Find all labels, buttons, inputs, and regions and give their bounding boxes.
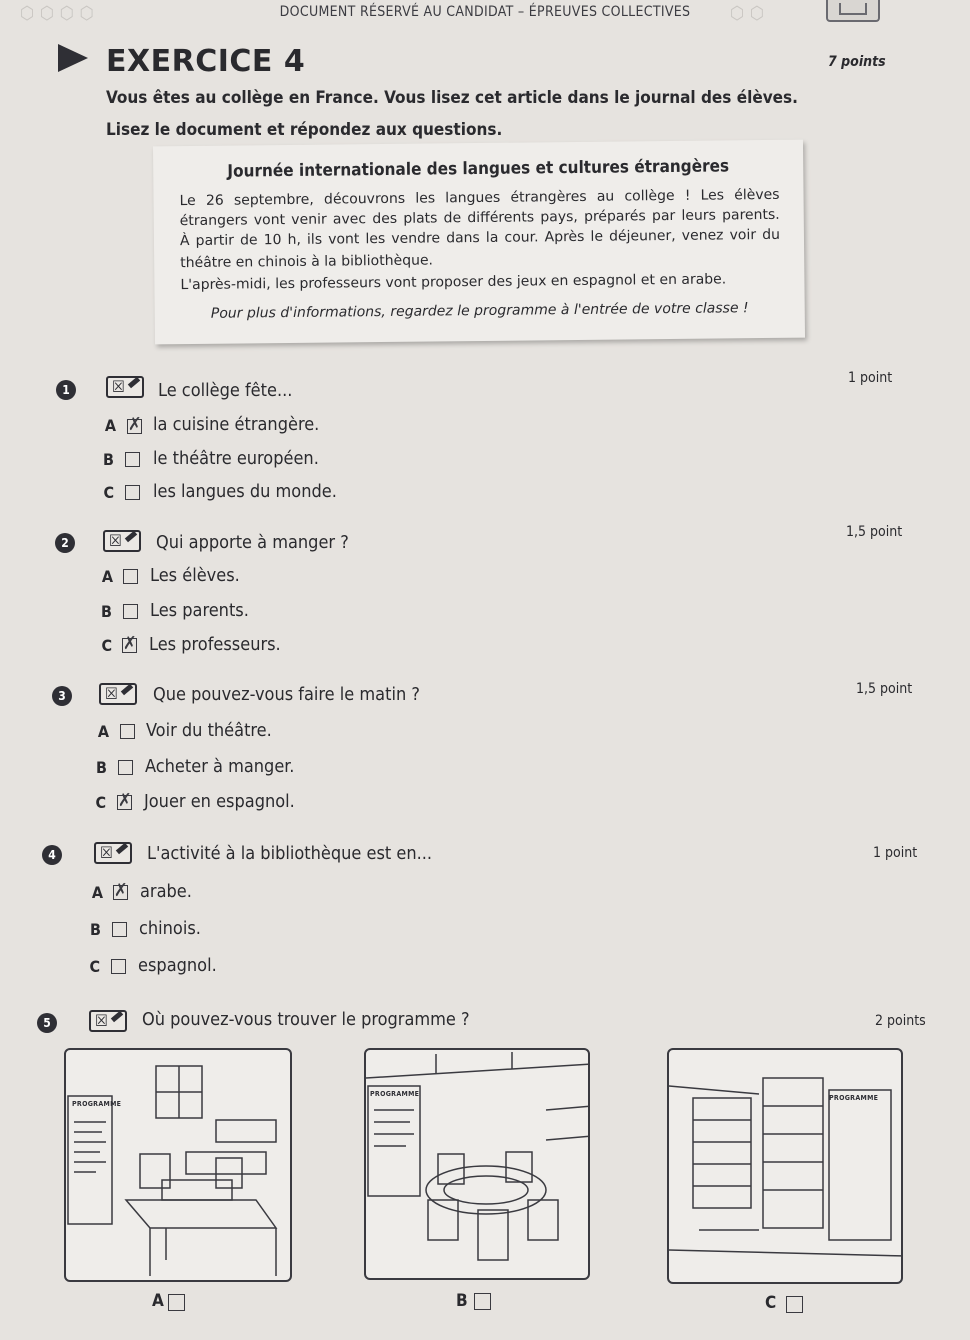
picture-checkbox[interactable] bbox=[474, 1293, 491, 1310]
picture-canteen: PROGRAMME bbox=[364, 1048, 590, 1280]
option-checkbox[interactable] bbox=[122, 633, 137, 654]
question-points: 1,5 point bbox=[846, 524, 903, 540]
article-line: L'après-midi, les professeurs vont propo… bbox=[180, 271, 727, 294]
question-number: 5 bbox=[37, 1013, 57, 1033]
option-letter: A bbox=[91, 883, 103, 902]
checkbox-pencil-icon: ☒ bbox=[106, 376, 144, 398]
hexagon-decoration-icon: ⬡ ⬡ ⬡ ⬡ bbox=[20, 3, 95, 24]
option-letter: B bbox=[90, 920, 101, 939]
option-letter: B bbox=[103, 450, 114, 469]
question-points: 2 points bbox=[875, 1013, 926, 1029]
option-text: le théâtre européen. bbox=[153, 448, 319, 469]
question-text: Où pouvez-vous trouver le programme ? bbox=[142, 1009, 470, 1030]
book-icon bbox=[826, 0, 880, 22]
canteen-drawing bbox=[366, 1052, 588, 1261]
poster-programme: PROGRAMME bbox=[829, 1094, 879, 1102]
option-letter: C bbox=[101, 636, 112, 655]
question-number: 4 bbox=[42, 845, 62, 865]
checkbox-pencil-icon: ☒ bbox=[103, 530, 141, 552]
question-number: 1 bbox=[56, 380, 76, 400]
play-triangle-icon bbox=[58, 44, 88, 72]
classroom-drawing bbox=[67, 1065, 278, 1276]
option-text: arabe. bbox=[140, 881, 192, 902]
option-text: Les professeurs. bbox=[149, 634, 281, 655]
option-letter: B bbox=[96, 758, 107, 777]
exercise-title: EXERCICE 4 bbox=[106, 44, 306, 79]
picture-letter: B bbox=[456, 1291, 468, 1311]
option-text: Jouer en espagnol. bbox=[144, 791, 295, 812]
option-letter: B bbox=[101, 602, 112, 621]
question-text: L'activité à la bibliothèque est en... bbox=[147, 843, 433, 864]
option-text: Les élèves. bbox=[150, 565, 240, 586]
question-points: 1,5 point bbox=[856, 681, 913, 697]
picture-checkbox[interactable] bbox=[786, 1296, 803, 1313]
picture-classroom: PROGRAMME bbox=[64, 1048, 292, 1282]
article-line: théâtre en chinois à la bibliothèque. bbox=[180, 252, 434, 272]
option-checkbox[interactable] bbox=[123, 604, 138, 619]
question-number: 2 bbox=[55, 533, 75, 553]
question-text: Que pouvez-vous faire le matin ? bbox=[153, 684, 420, 705]
header-band: ⬡ ⬡ ⬡ ⬡ ⬡ ⬡ DOCUMENT RÉSERVÉ AU CANDIDAT… bbox=[0, 0, 970, 26]
option-checkbox[interactable] bbox=[113, 880, 128, 901]
option-checkbox[interactable] bbox=[120, 724, 135, 739]
picture-checkbox[interactable] bbox=[168, 1294, 185, 1311]
option-checkbox[interactable] bbox=[117, 790, 132, 811]
question-number: 3 bbox=[52, 686, 72, 706]
option-checkbox[interactable] bbox=[123, 569, 138, 584]
library-drawing bbox=[669, 1077, 901, 1257]
option-text: les langues du monde. bbox=[153, 481, 337, 502]
article-box: Journée internationale des langues et cu… bbox=[152, 139, 806, 345]
checkbox-pencil-icon: ☒ bbox=[89, 1010, 127, 1032]
article-title: Journée internationale des langues et cu… bbox=[227, 156, 730, 182]
option-checkbox[interactable] bbox=[125, 485, 140, 500]
picture-letter: C bbox=[765, 1293, 777, 1313]
picture-library: PROGRAMME bbox=[667, 1048, 903, 1284]
question-text: Qui apporte à manger ? bbox=[156, 532, 349, 553]
option-letter: C bbox=[89, 957, 100, 976]
option-letter: C bbox=[95, 793, 106, 812]
instruction-2: Lisez le document et répondez aux questi… bbox=[106, 120, 503, 140]
option-letter: A bbox=[97, 722, 109, 741]
option-text: Voir du théâtre. bbox=[146, 720, 272, 741]
poster-programme: PROGRAMME bbox=[370, 1090, 420, 1098]
option-letter: A bbox=[101, 567, 113, 586]
option-letter: A bbox=[104, 416, 116, 435]
option-letter: C bbox=[103, 483, 114, 502]
option-checkbox[interactable] bbox=[112, 922, 127, 937]
poster-programme: PROGRAMME bbox=[72, 1100, 122, 1108]
option-text: Les parents. bbox=[150, 600, 249, 621]
article-line: À partir de 10 h, ils vont les vendre da… bbox=[179, 226, 781, 250]
option-checkbox[interactable] bbox=[111, 959, 126, 974]
checkbox-pencil-icon: ☒ bbox=[94, 842, 132, 864]
checkbox-pencil-icon: ☒ bbox=[99, 683, 137, 705]
option-text: chinois. bbox=[139, 918, 201, 939]
option-checkbox[interactable] bbox=[125, 452, 140, 467]
question-points: 1 point bbox=[873, 845, 918, 861]
hexagon-decoration-icon: ⬡ ⬡ bbox=[730, 3, 765, 24]
question-text: Le collège fête... bbox=[158, 380, 293, 401]
article-footer: Pour plus d'informations, regardez le pr… bbox=[210, 300, 749, 322]
option-checkbox[interactable] bbox=[127, 414, 142, 435]
header-text: DOCUMENT RÉSERVÉ AU CANDIDAT – ÉPREUVES … bbox=[279, 4, 691, 20]
option-text: Acheter à manger. bbox=[145, 756, 295, 777]
option-text: la cuisine étrangère. bbox=[153, 414, 320, 435]
picture-letter: A bbox=[152, 1291, 164, 1311]
option-text: espagnol. bbox=[138, 955, 217, 976]
instruction-1: Vous êtes au collège en France. Vous lis… bbox=[106, 88, 798, 108]
exercise-points: 7 points bbox=[828, 54, 886, 70]
option-checkbox[interactable] bbox=[118, 760, 133, 775]
question-points: 1 point bbox=[848, 370, 893, 386]
